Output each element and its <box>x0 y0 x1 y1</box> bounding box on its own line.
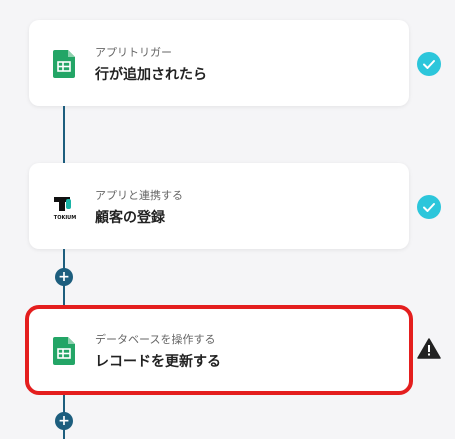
step-subtitle: アプリと連携する <box>95 189 183 202</box>
add-step-button[interactable]: + <box>55 268 73 286</box>
step-title: 顧客の登録 <box>95 210 165 226</box>
tokium-logo-icon: TOKIUM <box>54 197 76 221</box>
check-icon <box>417 52 441 76</box>
google-sheets-icon <box>53 50 75 78</box>
step-subtitle: アプリトリガー <box>95 46 172 59</box>
step-card-database[interactable]: データベースを操作する レコードを更新する <box>25 305 413 395</box>
step-card-tokium[interactable]: TOKIUM アプリと連携する 顧客の登録 <box>29 163 409 249</box>
tokium-logo-text: TOKIUM <box>54 215 76 221</box>
step-subtitle: データベースを操作する <box>95 333 216 346</box>
step-title: 行が追加されたら <box>95 67 207 83</box>
add-step-button[interactable]: + <box>55 412 73 430</box>
step-card-trigger[interactable]: アプリトリガー 行が追加されたら <box>29 20 409 106</box>
check-icon <box>417 195 441 219</box>
warning-icon <box>417 338 441 359</box>
step-title: レコードを更新する <box>95 354 221 370</box>
google-sheets-icon <box>53 337 75 365</box>
connector-line <box>63 106 65 163</box>
